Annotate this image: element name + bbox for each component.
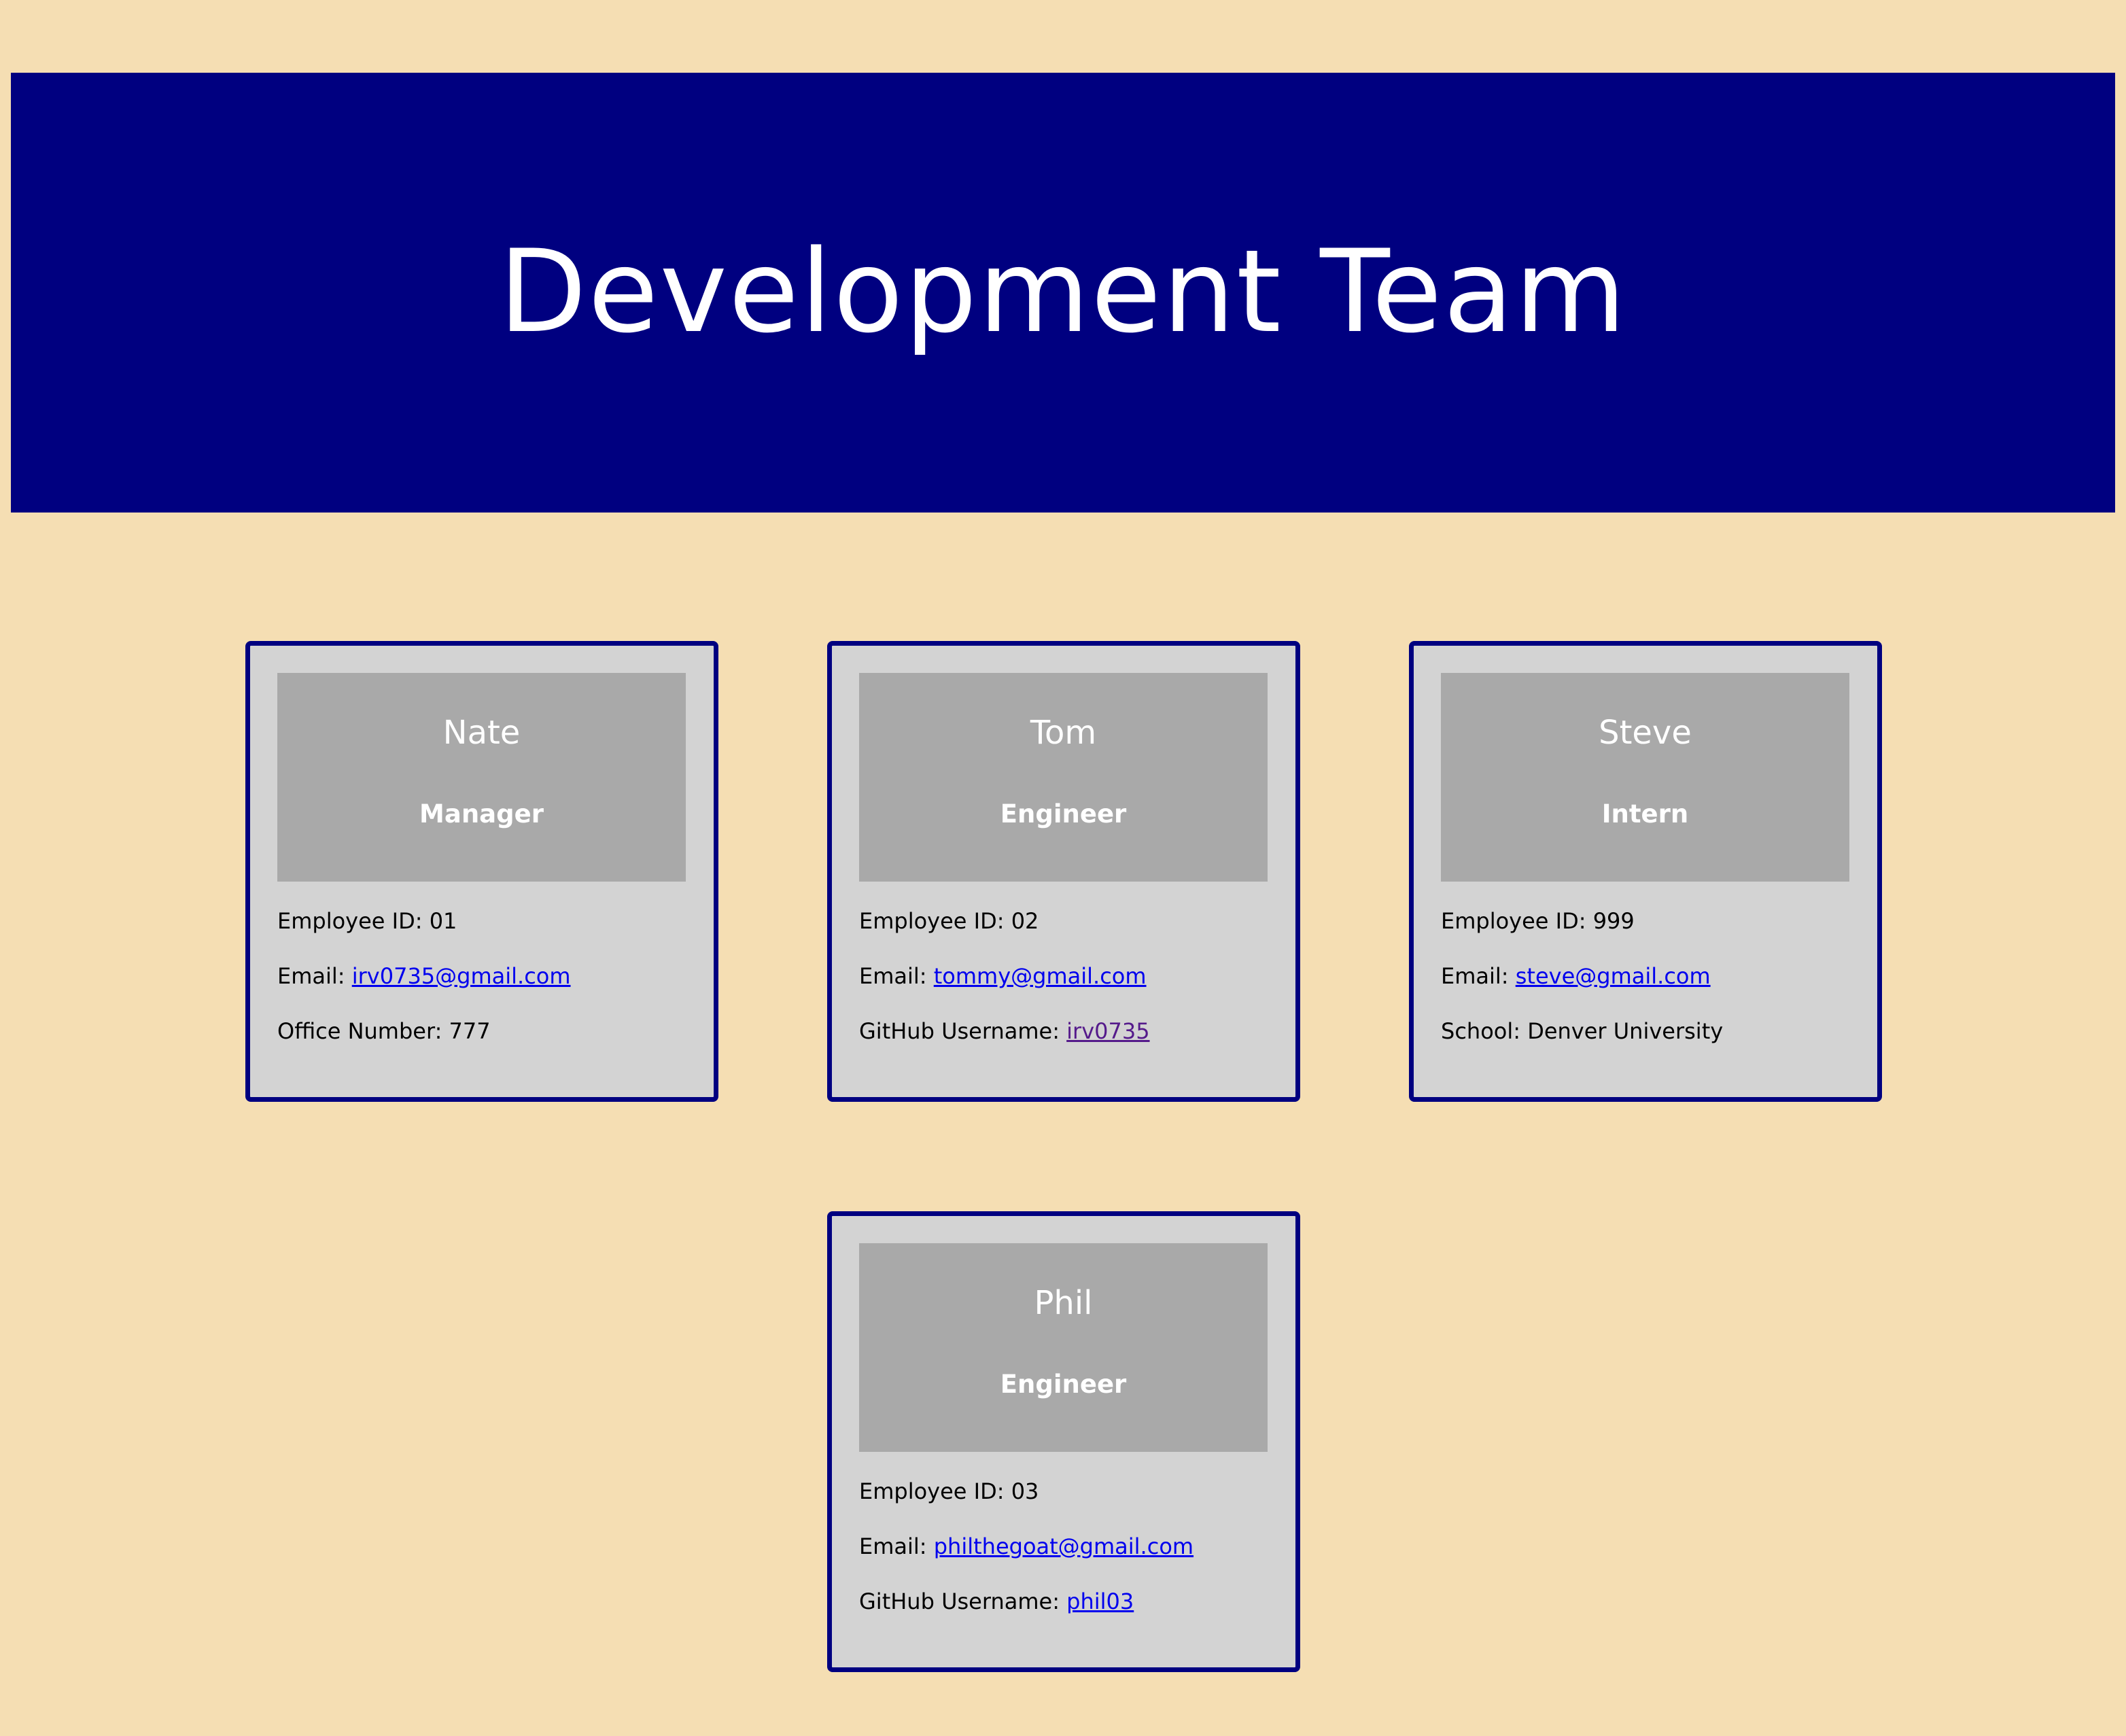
card-header: Phil Engineer (859, 1243, 1268, 1452)
employee-id-label: Employee ID: (277, 908, 430, 934)
employee-name: Nate (442, 714, 521, 752)
office-number-value: 777 (449, 1018, 491, 1044)
email-link[interactable]: philthegoat@gmail.com (933, 1533, 1194, 1559)
employee-role: Intern (1601, 799, 1689, 829)
github-line: GitHub Username: irv0735 (859, 1018, 1150, 1044)
employee-id-value: 01 (429, 908, 457, 934)
email-label: Email: (859, 1533, 934, 1559)
employee-card-steve: Steve Intern Employee ID: 999 Email: ste… (1409, 641, 1882, 1102)
employee-id-value: 999 (1592, 908, 1635, 934)
employee-id-line: Employee ID: 03 (859, 1478, 1039, 1504)
employee-role: Engineer (1000, 1370, 1127, 1399)
employee-id-line: Employee ID: 01 (277, 909, 457, 933)
employee-name: Tom (1030, 714, 1097, 752)
employee-name: Phil (1034, 1284, 1093, 1322)
office-number-line: Office Number: 777 (277, 1018, 491, 1044)
email-line: Email: philthegoat@gmail.com (859, 1533, 1194, 1559)
email-link[interactable]: tommy@gmail.com (933, 963, 1147, 989)
employee-id-line: Employee ID: 02 (859, 909, 1039, 933)
school-label: School: (1441, 1018, 1528, 1044)
employee-id-label: Employee ID: (1441, 908, 1593, 934)
employee-role: Manager (419, 799, 544, 829)
github-line: GitHub Username: phil03 (859, 1589, 1134, 1614)
card-header: Nate Manager (277, 673, 686, 882)
employee-name: Steve (1599, 714, 1692, 752)
card-header: Tom Engineer (859, 673, 1268, 882)
office-number-label: Office Number: (277, 1018, 449, 1044)
employee-card-tom: Tom Engineer Employee ID: 02 Email: tomm… (827, 641, 1300, 1102)
employee-id-line: Employee ID: 999 (1441, 909, 1635, 933)
employee-card-nate: Nate Manager Employee ID: 01 Email: irv0… (245, 641, 718, 1102)
github-label: GitHub Username: (859, 1018, 1067, 1044)
employee-id-value: 03 (1011, 1478, 1039, 1504)
email-link[interactable]: steve@gmail.com (1515, 963, 1711, 989)
employee-id-value: 02 (1011, 908, 1039, 934)
employee-card-phil: Phil Engineer Employee ID: 03 Email: phi… (827, 1211, 1300, 1672)
email-label: Email: (1441, 963, 1516, 989)
school-line: School: Denver University (1441, 1018, 1724, 1044)
email-line: Email: irv0735@gmail.com (277, 963, 571, 989)
email-line: Email: tommy@gmail.com (859, 963, 1147, 989)
page-title: Development Team (498, 224, 1628, 358)
github-link[interactable]: irv0735 (1066, 1018, 1150, 1044)
employee-role: Engineer (1000, 799, 1127, 829)
github-link[interactable]: phil03 (1066, 1589, 1134, 1614)
school-value: Denver University (1527, 1018, 1724, 1044)
email-link[interactable]: irv0735@gmail.com (351, 963, 571, 989)
card-header: Steve Intern (1441, 673, 1849, 882)
email-line: Email: steve@gmail.com (1441, 963, 1711, 989)
employee-id-label: Employee ID: (859, 908, 1011, 934)
employee-id-label: Employee ID: (859, 1478, 1011, 1504)
email-label: Email: (277, 963, 352, 989)
email-label: Email: (859, 963, 934, 989)
github-label: GitHub Username: (859, 1589, 1067, 1614)
page-header: Development Team (11, 73, 2115, 513)
